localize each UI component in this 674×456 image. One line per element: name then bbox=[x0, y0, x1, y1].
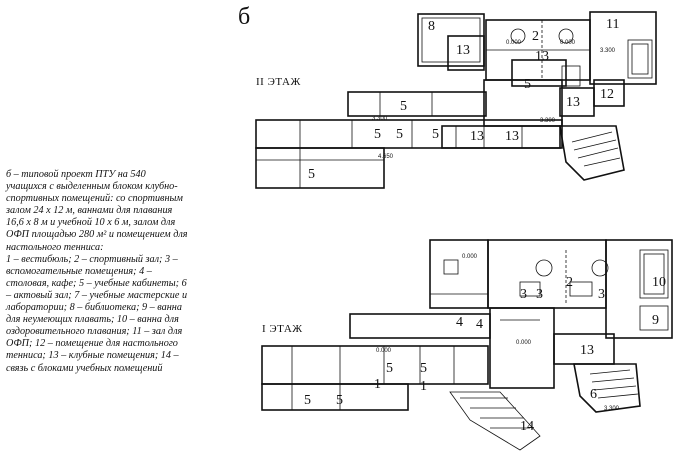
f2-elevation-mark: 3.300 bbox=[540, 118, 556, 124]
f2-elevation-mark: 3.300 bbox=[600, 48, 616, 54]
f2-room-number: 13 bbox=[505, 129, 519, 144]
f2-elevation-mark: 0.000 bbox=[560, 40, 576, 46]
f1-wing-lower bbox=[261, 383, 409, 411]
f2-wing-lower bbox=[255, 147, 385, 189]
f1-room-number: 2 bbox=[566, 275, 573, 290]
f1-room-number: 5 bbox=[336, 393, 343, 408]
f2-wing-middle bbox=[255, 119, 563, 149]
f2-room-number: 5 bbox=[374, 127, 381, 142]
f2-room-number: 5 bbox=[524, 77, 531, 92]
f2-elevation-mark: 3.300 bbox=[372, 116, 388, 122]
floor1-plan bbox=[261, 239, 673, 451]
f1-elevation-mark: 0.000 bbox=[462, 254, 478, 260]
f1-link-14 bbox=[449, 391, 541, 451]
f1-wing-upper bbox=[349, 313, 491, 339]
f2-room-number: 8 bbox=[428, 19, 435, 34]
f1-room-number: 5 bbox=[420, 361, 427, 376]
f1-room-number: 13 bbox=[580, 343, 594, 358]
f2-room-number: 13 bbox=[456, 43, 470, 58]
f1-room-number: 6 bbox=[590, 387, 597, 402]
f1-auditorium bbox=[573, 363, 641, 413]
floor2-plan bbox=[255, 11, 657, 189]
f2-elevation-mark: 0.000 bbox=[506, 40, 522, 46]
f2-room-number: 11 bbox=[606, 17, 619, 32]
f2-ofp-hall bbox=[589, 11, 657, 85]
f1-elevation-mark: 3.300 bbox=[604, 406, 620, 412]
f2-room-number: 2 bbox=[532, 29, 539, 44]
f1-sports-hall bbox=[487, 239, 607, 309]
f2-room-number: 13 bbox=[566, 95, 580, 110]
f1-room-number: 5 bbox=[304, 393, 311, 408]
f1-room-number: 10 bbox=[652, 275, 666, 290]
f1-room-number: 3 bbox=[598, 287, 605, 302]
f1-elevation-mark: 0.000 bbox=[376, 348, 392, 354]
f2-room-number: 5 bbox=[400, 99, 407, 114]
floor1-label: I ЭТАЖ bbox=[262, 323, 303, 335]
f2-elevation-mark: 4.650 bbox=[378, 154, 394, 160]
f2-room-number: 12 bbox=[600, 87, 614, 102]
f1-room-number: 1 bbox=[374, 377, 381, 392]
f1-pools-block bbox=[605, 239, 673, 339]
f1-room-number: 3 bbox=[536, 287, 543, 302]
floor2-label: II ЭТАЖ bbox=[256, 76, 301, 88]
f1-room-number: 3 bbox=[520, 287, 527, 302]
f1-elevation-mark: 0.000 bbox=[516, 340, 532, 346]
f1-room-number: 4 bbox=[476, 317, 483, 332]
f1-block-dining bbox=[429, 239, 489, 309]
figure-caption: б – типовой проект ПТУ на 540 учащихся с… bbox=[6, 169, 188, 374]
figure-letter: б bbox=[238, 4, 251, 30]
f1-room-number: 4 bbox=[456, 315, 463, 330]
f1-room-number: 9 bbox=[652, 313, 659, 328]
f2-room-number: 5 bbox=[308, 167, 315, 182]
f1-room-number: 5 bbox=[386, 361, 393, 376]
f2-room-number: 13 bbox=[535, 49, 549, 64]
f2-room-number: 13 bbox=[470, 129, 484, 144]
f2-wing-upper bbox=[347, 91, 487, 117]
f2-room-number: 5 bbox=[432, 127, 439, 142]
f1-room-number: 14 bbox=[520, 419, 534, 434]
f1-room-number: 1 bbox=[420, 379, 427, 394]
f2-hatched-roof bbox=[559, 125, 625, 181]
f2-room-number: 5 bbox=[396, 127, 403, 142]
